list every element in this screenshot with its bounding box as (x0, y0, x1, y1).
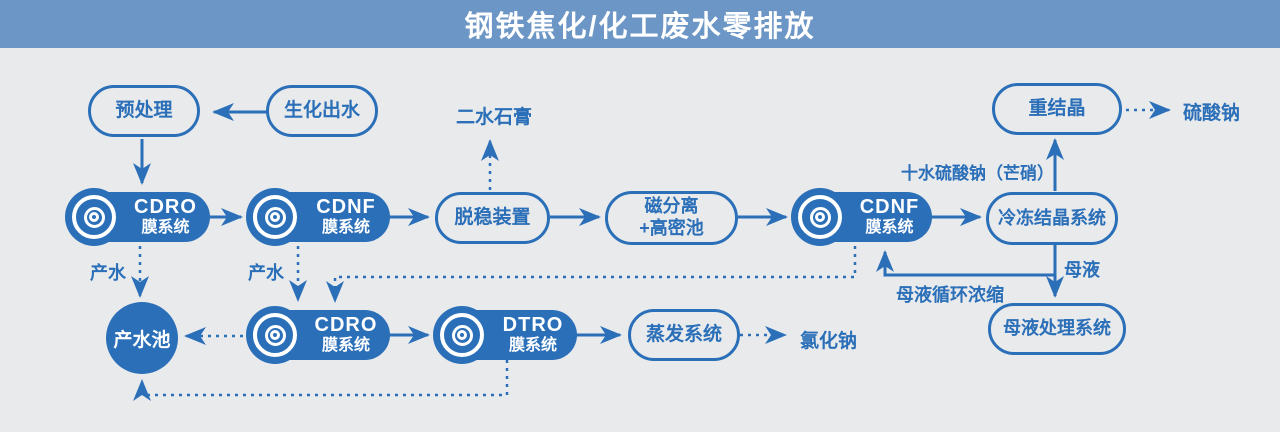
membrane-disc-icon (246, 188, 304, 246)
node-product-water-pool: 产水池 (106, 302, 178, 374)
title-banner: 钢铁焦化/化工废水零排放 (0, 0, 1280, 48)
node-recrystallization: 重结晶 (992, 83, 1122, 135)
label-dihydrate-gypsum: 二水石膏 (456, 107, 533, 128)
membrane-disc-icon (65, 188, 123, 246)
label-product-water-2: 产水 (248, 263, 284, 283)
node-cdnf-membrane-1: CDNF 膜系统 (246, 188, 390, 246)
node-cdnf-membrane-2: CDNF 膜系统 (791, 188, 932, 246)
label-product-water-1: 产水 (90, 263, 126, 283)
membrane-disc-icon (791, 188, 849, 246)
node-biochemical-effluent: 生化出水 (266, 85, 378, 137)
label-mother-liquor-recycle: 母液循环浓缩 (896, 285, 1004, 305)
node-freeze-crystallization: 冷冻结晶系统 (986, 192, 1118, 245)
node-evaporation: 蒸发系统 (628, 309, 740, 361)
node-pretreatment: 预处理 (88, 85, 200, 137)
label-sodium-sulfate: 硫酸钠 (1183, 103, 1241, 124)
node-destabilization: 脱稳装置 (435, 192, 550, 244)
page-title: 钢铁焦化/化工废水零排放 (464, 11, 816, 43)
node-dtro-membrane: DTRO 膜系统 (433, 306, 577, 364)
node-mother-liquor-treatment: 母液处理系统 (988, 303, 1126, 355)
membrane-disc-icon (246, 306, 304, 364)
node-magnetic-separation: 磁分离 +高密池 (605, 191, 738, 245)
membrane-disc-icon (433, 306, 491, 364)
label-mother-liquor: 母液 (1064, 260, 1100, 280)
label-sodium-chloride: 氯化钠 (800, 331, 858, 352)
node-cdro-membrane-2: CDRO 膜系统 (246, 306, 390, 364)
node-cdro-membrane-1: CDRO 膜系统 (65, 188, 210, 246)
label-glauber-salt: 十水硫酸钠（芒硝） (901, 164, 1054, 183)
